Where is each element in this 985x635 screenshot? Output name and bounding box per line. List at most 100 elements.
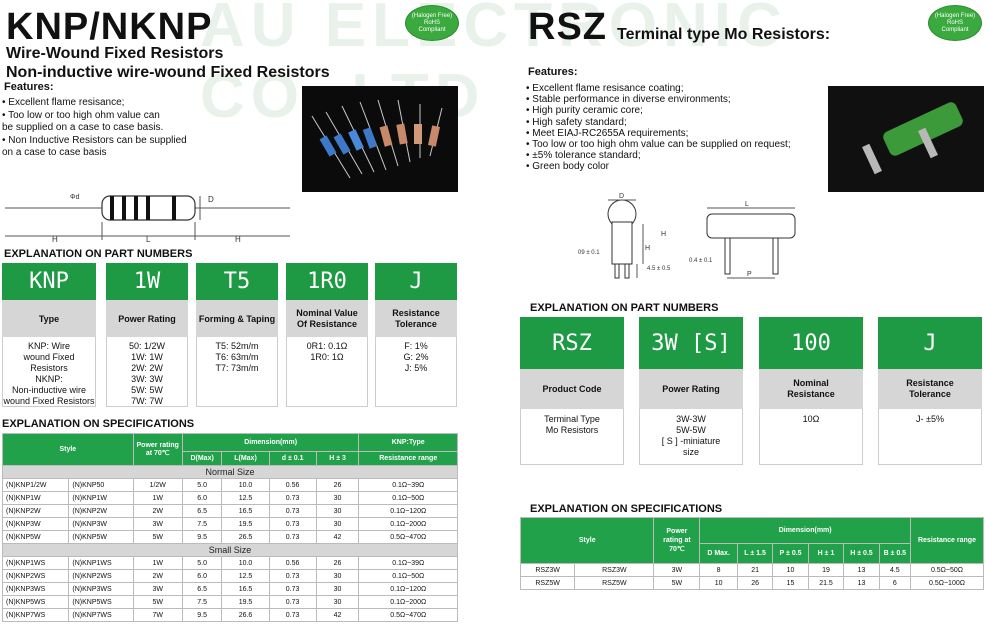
table-cell: (N)KNP2W bbox=[68, 504, 134, 518]
svg-text:0.4 ± 0.1: 0.4 ± 0.1 bbox=[689, 258, 713, 264]
table-cell: 30 bbox=[315, 491, 360, 505]
part-code: RSZ bbox=[520, 317, 624, 369]
svg-text:4.5 ± 0.5: 4.5 ± 0.5 bbox=[647, 266, 671, 272]
table-cell: (N)KNP5W bbox=[68, 530, 134, 544]
knp-part-heading: EXPLANATION ON PART NUMBERS bbox=[4, 248, 193, 260]
svg-text:09 ± 0.1: 09 ± 0.1 bbox=[578, 250, 600, 256]
svg-text:P: P bbox=[747, 271, 752, 278]
table-cell: (N)KNP7WS bbox=[1, 608, 70, 622]
table-cell: 16.5 bbox=[221, 582, 270, 596]
table-cell: 6.5 bbox=[181, 504, 223, 518]
part-code: 1R0 bbox=[286, 263, 368, 300]
svg-text:H: H bbox=[645, 245, 650, 252]
table-cell: (N)KNP3W bbox=[1, 517, 70, 531]
part-label: Nominal Value Of Resistance bbox=[286, 300, 368, 337]
table-cell: (N)KNP2W bbox=[1, 504, 70, 518]
table-cell: (N)KNP5W bbox=[1, 530, 70, 544]
knp-spec-heading: EXPLANATION ON SPECIFICATIONS bbox=[2, 418, 195, 430]
table-cell: 10 bbox=[699, 576, 738, 590]
table-cell: 12.5 bbox=[221, 569, 270, 583]
part-label: Nominal Resistance bbox=[759, 369, 863, 409]
part-code: 100 bbox=[759, 317, 863, 369]
table-cell: 0.1Ω~200Ω bbox=[358, 595, 458, 609]
part-code: T5 bbox=[196, 263, 278, 300]
rsz-part-col-1: RSZ Product Code Terminal Type Mo Resist… bbox=[520, 317, 624, 465]
part-desc: 0R1: 0.1Ω 1R0: 1Ω bbox=[286, 337, 368, 407]
knp-features-list: • Excellent flame resisance; • Too low o… bbox=[2, 97, 187, 158]
table-cell: 6.0 bbox=[181, 491, 223, 505]
table-cell: 0.5Ω~470Ω bbox=[358, 608, 458, 622]
table-cell: 10.0 bbox=[221, 478, 270, 492]
table-cell: 0.73 bbox=[268, 530, 317, 544]
table-cell: 42 bbox=[315, 608, 360, 622]
svg-text:Φd: Φd bbox=[70, 194, 80, 201]
table-cell: 12.5 bbox=[221, 491, 270, 505]
table-cell: 5W bbox=[132, 595, 183, 609]
table-cell: 0.5Ω~100Ω bbox=[909, 576, 985, 590]
table-cell: 0.5Ω~470Ω bbox=[358, 530, 458, 544]
table-cell: 26 bbox=[315, 556, 360, 570]
rsz-part-heading: EXPLANATION ON PART NUMBERS bbox=[530, 302, 719, 314]
part-code: KNP bbox=[2, 263, 96, 300]
table-cell: 7W bbox=[132, 608, 183, 622]
table-cell: 19.5 bbox=[221, 595, 270, 609]
table-cell: 19 bbox=[807, 563, 845, 577]
part-code: J bbox=[878, 317, 982, 369]
rsz-product-photo bbox=[828, 86, 984, 192]
table-cell: 30 bbox=[315, 517, 360, 531]
part-code: J bbox=[375, 263, 457, 300]
table-cell: 7.5 bbox=[181, 517, 223, 531]
rsz-spec-heading: EXPLANATION ON SPECIFICATIONS bbox=[530, 503, 723, 515]
table-cell: 26.5 bbox=[221, 530, 270, 544]
svg-text:H: H bbox=[52, 235, 58, 244]
knp-subtitle-2: Non-inductive wire-wound Fixed Resistors bbox=[6, 64, 330, 81]
part-desc: 10Ω bbox=[759, 409, 863, 465]
table-cell: 30 bbox=[315, 504, 360, 518]
knp-spec-table: Style Power rating at 70℃ Dimension(mm) … bbox=[1, 433, 458, 622]
table-cell: 5W bbox=[653, 576, 701, 590]
part-code: 3W [S] bbox=[639, 317, 743, 369]
table-cell: 16.5 bbox=[221, 504, 270, 518]
table-cell: 26 bbox=[315, 478, 360, 492]
table-cell: (N)KNP3WS bbox=[68, 582, 134, 596]
rsz-dimension-diagram: D H H 09 ± 0.1 4.5 ± 0.5 L 0.4 ± 0.1 P bbox=[578, 193, 796, 279]
part-label: Resistance Tolerance bbox=[878, 369, 982, 409]
table-cell: 6.5 bbox=[181, 582, 223, 596]
table-cell: (N)KNP5WS bbox=[1, 595, 70, 609]
table-cell: 3W bbox=[132, 582, 183, 596]
rsz-features-list: • Excellent flame resisance coating; • S… bbox=[526, 83, 791, 173]
table-cell: 5.0 bbox=[181, 556, 223, 570]
table-cell: 2W bbox=[132, 504, 183, 518]
table-cell: 2W bbox=[132, 569, 183, 583]
knp-part-col-3: T5 Forming & Taping T5: 52m/m T6: 63m/m … bbox=[196, 263, 278, 407]
part-desc: 50: 1/2W 1W: 1W 2W: 2W 3W: 3W 5W: 5W 7W:… bbox=[106, 337, 188, 407]
table-cell: 0.73 bbox=[268, 582, 317, 596]
table-cell: 3W bbox=[132, 517, 183, 531]
table-cell: 3W bbox=[653, 563, 701, 577]
part-label: Power Rating bbox=[106, 300, 188, 337]
table-cell: 6 bbox=[878, 576, 911, 590]
table-cell: 0.1Ω~39Ω bbox=[358, 556, 458, 570]
table-cell: 4.5 bbox=[878, 563, 911, 577]
rsz-part-col-2: 3W [S] Power Rating 3W-3W 5W-5W [ S ] -m… bbox=[639, 317, 743, 465]
part-label: Forming & Taping bbox=[196, 300, 278, 337]
table-cell: 6.0 bbox=[181, 569, 223, 583]
rsz-subtitle: Terminal type Mo Resistors: bbox=[617, 26, 831, 43]
table-cell: 21.5 bbox=[807, 576, 845, 590]
svg-text:D: D bbox=[208, 195, 214, 204]
table-cell: 0.1Ω~200Ω bbox=[358, 517, 458, 531]
table-cell: 0.1Ω~120Ω bbox=[358, 504, 458, 518]
knp-features-label: Features: bbox=[4, 81, 54, 93]
svg-text:D: D bbox=[619, 193, 624, 200]
table-cell: (N)KNP1WS bbox=[68, 556, 134, 570]
